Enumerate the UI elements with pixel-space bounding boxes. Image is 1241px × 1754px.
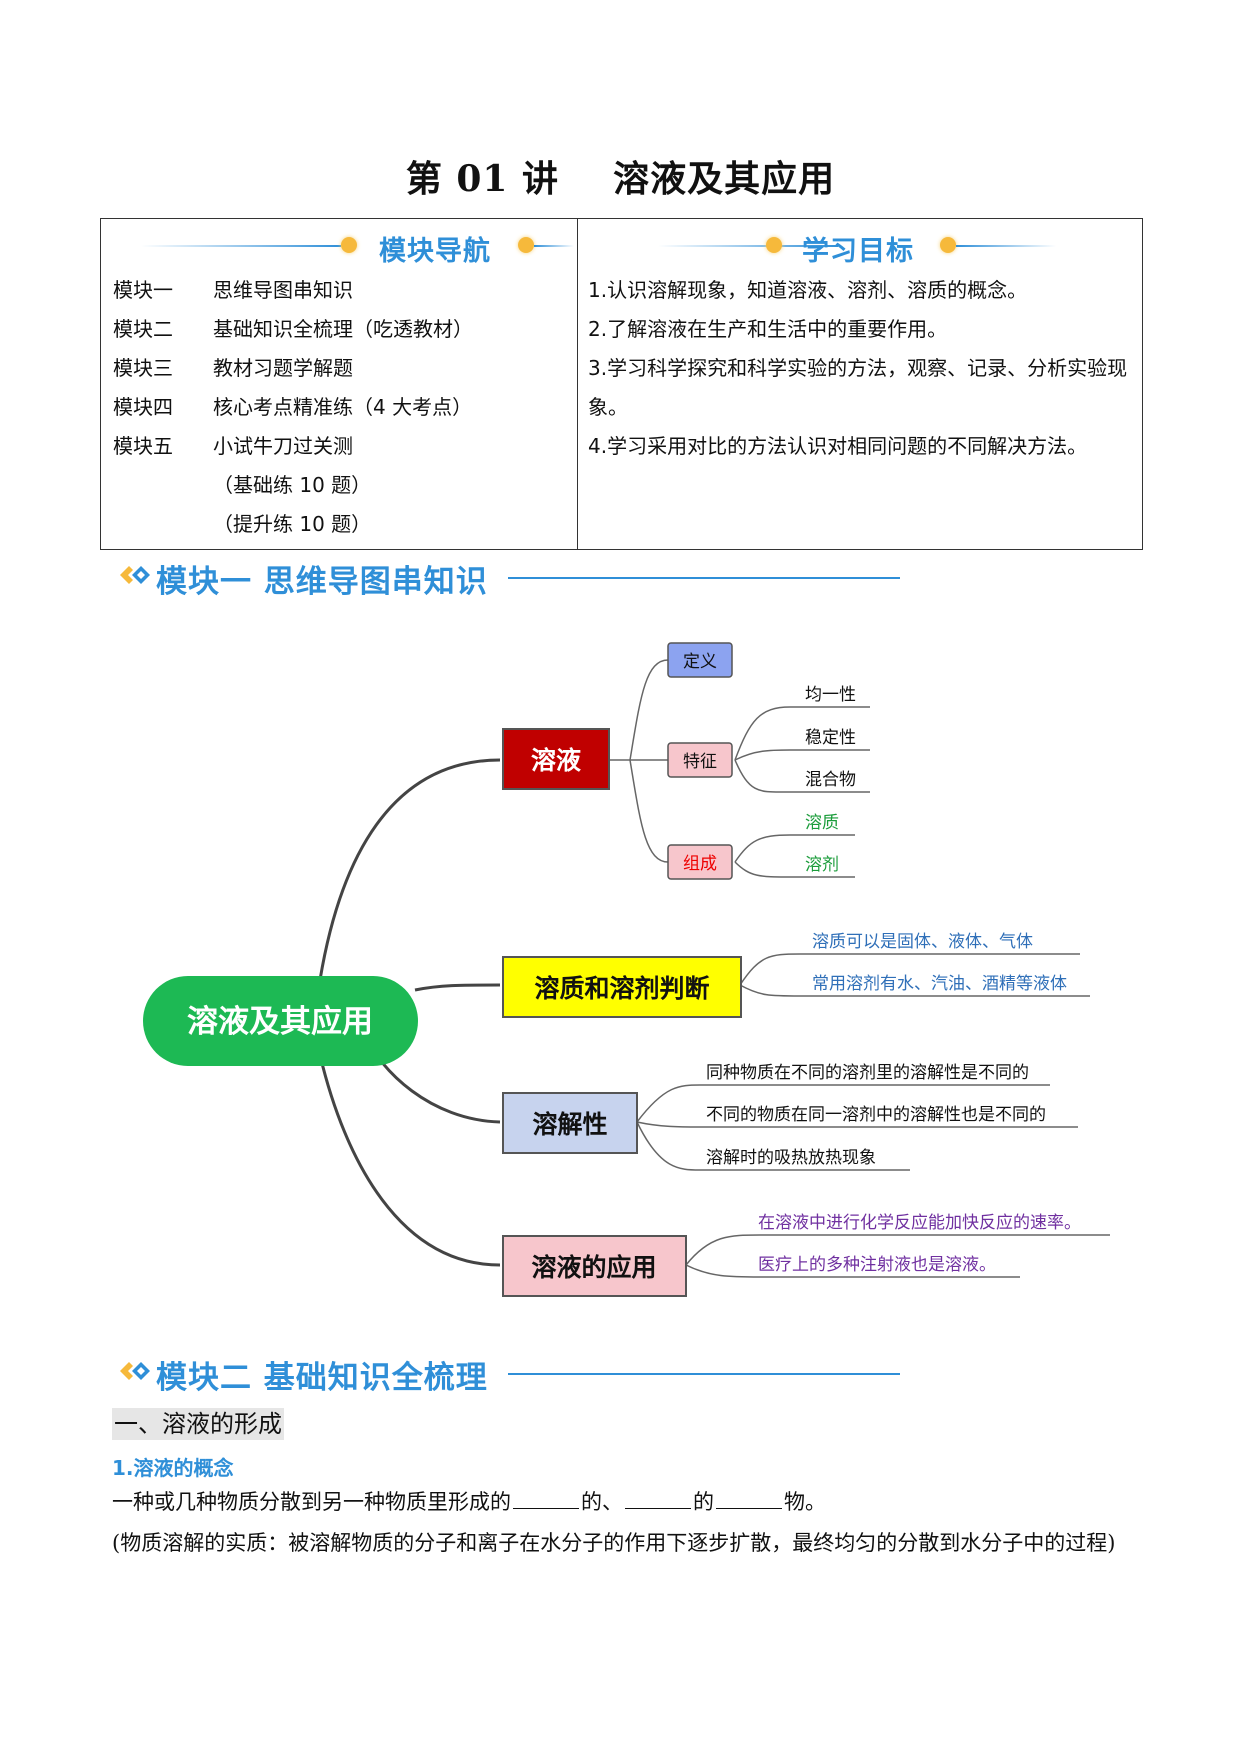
double-chevron-icon <box>120 1362 150 1380</box>
fill-blank[interactable] <box>513 1490 579 1509</box>
mindmap-branch-judgement: 溶质和溶剂判断 <box>534 974 709 1003</box>
mindmap-leaf: 溶解时的吸热放热现象 <box>706 1148 876 1168</box>
module-navigation-column: 模块导航 模块一思维导图串知识 模块二基础知识全梳理（吃透教材） 模块三教材习题… <box>101 219 578 549</box>
goal-item: 3.学习科学探究和科学实验的方法，观察、记录、分析实验现象。 <box>588 356 1128 419</box>
mindmap-center: 溶液及其应用 <box>187 1004 373 1040</box>
learning-goals-list: 1.认识溶解现象，知道溶液、溶剂、溶质的概念。 2.了解溶液在生产和生活中的重要… <box>588 271 1132 466</box>
mindmap-leaf: 不同的物质在同一溶剂中的溶解性也是不同的 <box>706 1105 1046 1125</box>
module-item: 模块二基础知识全梳理（吃透教材） <box>113 317 473 341</box>
mind-map: 溶液及其应用 溶液 定义 特征 组成 均一性 稳定性 混合物 溶质 溶剂 溶质和… <box>143 642 1110 1297</box>
fill-blank[interactable] <box>716 1490 782 1509</box>
double-chevron-icon <box>120 566 150 584</box>
dot-icon <box>341 237 357 253</box>
module-list: 模块一思维导图串知识 模块二基础知识全梳理（吃透教材） 模块三教材习题学解题 模… <box>113 271 473 544</box>
mindmap-leaf: 混合物 <box>805 770 856 790</box>
module-item: 模块一思维导图串知识 <box>113 278 353 302</box>
mindmap-leaf: 医疗上的多种注射液也是溶液。 <box>758 1255 996 1275</box>
mindmap-branch-solution: 溶液 <box>531 746 581 775</box>
mindmap-leaf: 溶剂 <box>805 855 839 875</box>
concept-heading: 1.溶液的概念 <box>112 1456 234 1480</box>
goal-item: 1.认识溶解现象，知道溶液、溶剂、溶质的概念。 <box>588 278 1028 302</box>
goal-item: 2.了解溶液在生产和生活中的重要作用。 <box>588 317 948 341</box>
mindmap-leaf: 溶质 <box>805 813 839 833</box>
mindmap-node-feature: 特征 <box>683 752 717 772</box>
dot-icon <box>766 237 782 253</box>
module-item: （提升练 10 题） <box>213 512 372 536</box>
dot-icon <box>518 237 534 253</box>
mindmap-leaf: 常用溶剂有水、汽油、酒精等液体 <box>812 974 1067 994</box>
mindmap-branch-application: 溶液的应用 <box>531 1253 656 1282</box>
learning-goals-column: 学习目标 1.认识溶解现象，知道溶液、溶剂、溶质的概念。 2.了解溶液在生产和生… <box>578 219 1142 549</box>
mindmap-leaf: 同种物质在不同的溶剂里的溶解性是不同的 <box>706 1063 1029 1083</box>
module-navigation-header: 模块导航 <box>101 229 577 267</box>
module-item: 模块五小试牛刀过关测 <box>113 434 353 458</box>
mindmap-node-composition: 组成 <box>683 854 717 874</box>
mindmap-leaf: 稳定性 <box>805 728 856 748</box>
concept-paragraph: 一种或几种物质分散到另一种物质里形成的的、的物。 <box>112 1490 826 1514</box>
module-item: 模块三教材习题学解题 <box>113 356 353 380</box>
module-item: （基础练 10 题） <box>213 473 372 497</box>
mindmap-branch-solubility: 溶解性 <box>532 1110 607 1139</box>
mindmap-leaf: 均一性 <box>805 685 856 705</box>
dissolution-note: (物质溶解的实质：被溶解物质的分子和离子在水分子的作用下逐步扩散，最终均匀的分散… <box>112 1531 1116 1555</box>
dot-icon <box>940 237 956 253</box>
module-navigation-table: 模块导航 模块一思维导图串知识 模块二基础知识全梳理（吃透教材） 模块三教材习题… <box>100 218 1143 550</box>
learning-goals-header: 学习目标 <box>578 229 1142 267</box>
sub-heading: 一、溶液的形成 <box>112 1408 284 1440</box>
fill-blank[interactable] <box>625 1490 691 1509</box>
mindmap-leaf: 在溶液中进行化学反应能加快反应的速率。 <box>758 1213 1081 1233</box>
mindmap-leaf: 溶质可以是固体、液体、气体 <box>812 932 1033 952</box>
module-item: 模块四核心考点精准练（4 大考点） <box>113 395 473 419</box>
goal-item: 4.学习采用对比的方法认识对相同问题的不同解决方法。 <box>588 434 1088 458</box>
mindmap-node-definition: 定义 <box>683 652 717 672</box>
page-title: 第 01 讲 溶液及其应用 <box>405 158 836 200</box>
